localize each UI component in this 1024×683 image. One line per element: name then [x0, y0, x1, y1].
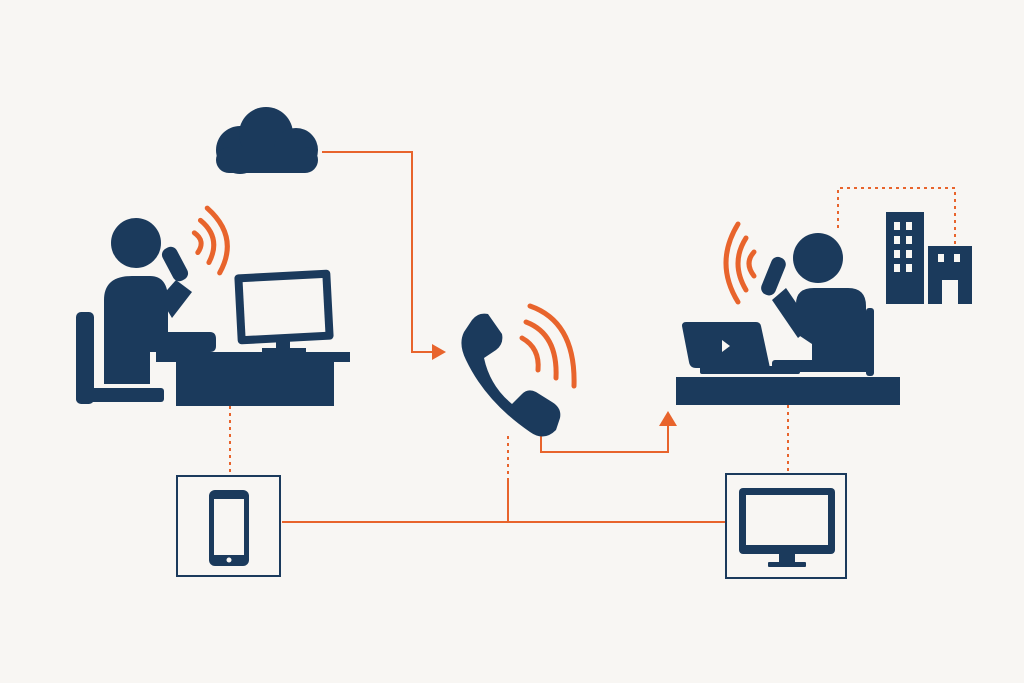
- arrowhead-to-right-caller: [659, 411, 677, 426]
- left-workstation: [76, 205, 350, 406]
- person-on-phone-icon: [104, 218, 216, 384]
- connector-cloud-to-phone: [322, 151, 432, 353]
- smartphone-box: [176, 475, 281, 577]
- smartphone-icon: [209, 490, 249, 566]
- sound-waves-center: [519, 303, 577, 389]
- right-workstation: [676, 221, 900, 405]
- monitor-box: [725, 473, 847, 579]
- person-on-phone-icon: [761, 233, 874, 376]
- desktop-monitor-icon: [234, 269, 334, 353]
- handset-body: [461, 313, 561, 437]
- sound-waves-right: [723, 221, 757, 305]
- monitor-icon: [739, 488, 835, 567]
- laptop-icon: [682, 322, 800, 374]
- cloud-icon: [216, 107, 318, 174]
- desk-icon: [676, 377, 900, 405]
- telephone-handset-icon: [461, 303, 577, 437]
- connectors: [229, 151, 956, 523]
- sound-waves-left: [191, 205, 230, 276]
- dotted-right-caller-to-buildings: [837, 187, 956, 246]
- arrowhead-to-phone: [432, 344, 446, 360]
- office-building-icon: [886, 212, 972, 304]
- desk-icon: [156, 352, 350, 406]
- chair-icon: [76, 312, 164, 404]
- connector-phone-to-right-caller: [540, 425, 669, 453]
